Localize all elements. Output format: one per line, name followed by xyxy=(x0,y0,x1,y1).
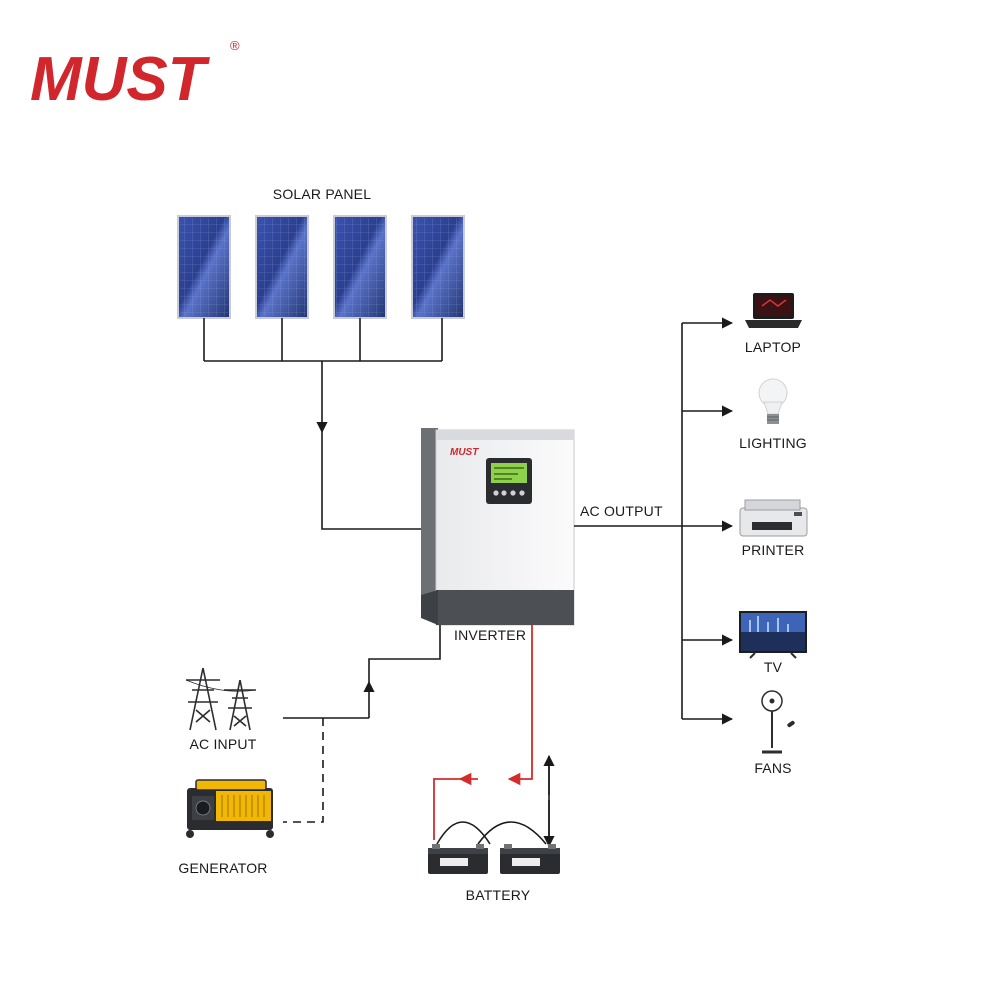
load-label-fans: FANS xyxy=(754,760,791,776)
ac-input-wiring xyxy=(283,625,441,823)
solar-panel-icon xyxy=(411,215,465,319)
load-label-tv: TV xyxy=(764,659,783,675)
ac-input-label: AC INPUT xyxy=(190,736,257,752)
inverter-button[interactable] xyxy=(519,490,525,496)
tv-icon xyxy=(739,611,807,659)
light-bulb-icon xyxy=(758,378,788,424)
printer-icon xyxy=(739,499,808,537)
brand-logo-text: MUST xyxy=(30,45,211,114)
brand-logo: MUST ® xyxy=(30,38,240,114)
ac-output-label: AC OUTPUT xyxy=(580,503,663,519)
transmission-tower-icon xyxy=(185,667,257,731)
inverter-button[interactable] xyxy=(510,490,516,496)
generator-label: GENERATOR xyxy=(178,860,267,876)
solar-panel-icon xyxy=(255,215,309,319)
inverter-button[interactable] xyxy=(501,490,507,496)
solar-panel-icon xyxy=(177,215,231,319)
ac-output-wiring xyxy=(574,317,734,725)
registered-mark: ® xyxy=(230,38,240,53)
generator-icon xyxy=(186,779,274,838)
inverter-logo: MUST xyxy=(450,447,479,458)
solar-wiring xyxy=(203,318,443,530)
battery-icon xyxy=(500,844,560,874)
inverter-unit: MUST xyxy=(421,428,575,626)
load-label-printer: PRINTER xyxy=(742,542,805,558)
solar-panel-array xyxy=(177,215,465,319)
fan-icon xyxy=(761,690,795,754)
battery-wiring xyxy=(433,625,555,848)
load-label-lighting: LIGHTING xyxy=(739,435,807,451)
laptop-icon xyxy=(745,293,802,328)
battery-label: BATTERY xyxy=(466,887,531,903)
solar-panel-label: SOLAR PANEL xyxy=(273,186,371,202)
inverter-label: INVERTER xyxy=(454,627,526,643)
battery-icon xyxy=(428,844,488,874)
inverter-button[interactable] xyxy=(493,490,499,496)
solar-panel-icon xyxy=(333,215,387,319)
load-label-laptop: LAPTOP xyxy=(745,339,801,355)
